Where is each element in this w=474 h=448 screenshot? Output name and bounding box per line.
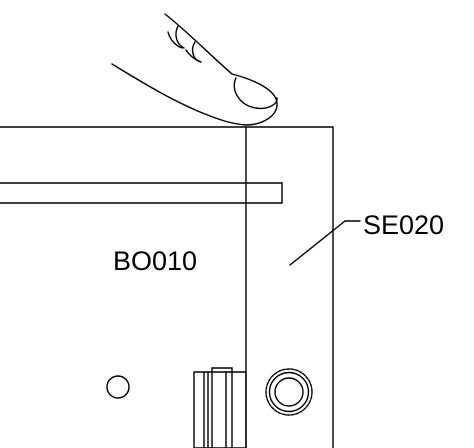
horizontal-rail [0, 182, 283, 204]
finger-icon [111, 13, 278, 126]
board-outline [0, 126, 334, 448]
bottom-bracket [193, 367, 247, 448]
small-hole [106, 375, 130, 399]
board-label: BO010 [113, 246, 198, 276]
side-element-label: SE020 [363, 210, 445, 240]
leader-line-se020 [289, 220, 361, 266]
knurled-knob-icon [265, 368, 313, 416]
